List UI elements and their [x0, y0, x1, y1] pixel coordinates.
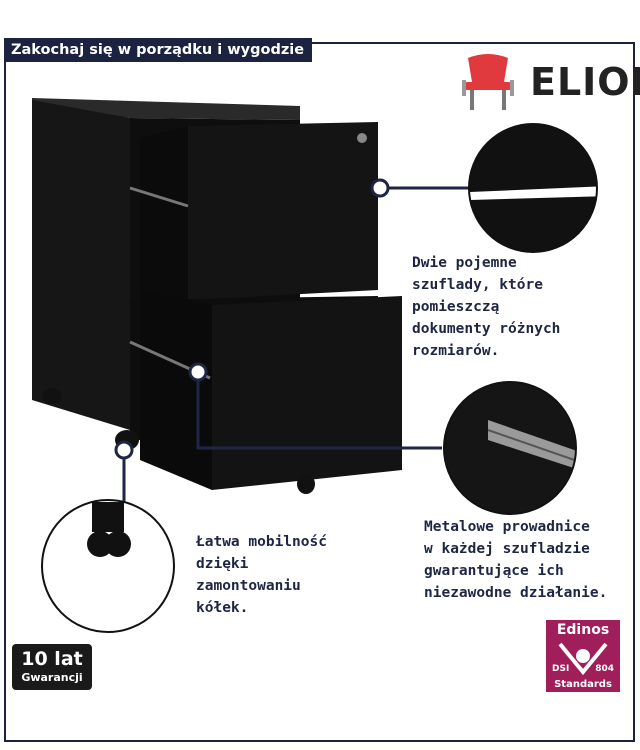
callout-marker-wheel: [114, 440, 134, 460]
feature-wheels: Łatwa mobilność dzięki zamontowaniu kółe…: [196, 534, 327, 616]
chair-icon: [462, 54, 514, 110]
lock-icon: [357, 133, 367, 143]
callout-marker-lock: [370, 178, 390, 198]
warranty-label: Gwarancji: [21, 671, 83, 684]
page-title: Zakochaj się w porządku i wygodzie: [4, 38, 313, 62]
content-frame: [4, 42, 635, 742]
edinos-name: Edinos: [556, 622, 610, 638]
feature-drawers: Dwie pojemne szuflady, które pomieszczą …: [412, 255, 561, 359]
checkmark-icon: [558, 642, 608, 676]
brand-logo: ELIOR: [458, 52, 640, 122]
feature-rails: Metalowe prowadnice w każdej szufladzie …: [424, 519, 608, 601]
warranty-badge: 10 lat Gwarancji: [12, 644, 92, 690]
top-drawer: [188, 122, 378, 300]
detail-circle-rails: [443, 381, 577, 515]
warranty-years: 10 lat: [21, 648, 83, 670]
top-drawer-rail: [129, 186, 189, 208]
brand-name: ELIOR: [530, 60, 640, 104]
bottom-drawer: [212, 296, 402, 490]
edinos-number: 804: [595, 664, 614, 674]
wheel: [297, 474, 315, 494]
wheel: [42, 388, 62, 404]
edinos-badge: Edinos DSI 804 Standards: [546, 620, 620, 692]
detail-circle-drawer: [468, 123, 598, 253]
detail-circle-wheel: [41, 499, 175, 633]
edinos-standard: Standards: [554, 679, 612, 690]
cabinet: [32, 98, 402, 494]
callout-marker-rail: [188, 362, 208, 382]
edinos-dsi: DSI: [552, 664, 570, 674]
